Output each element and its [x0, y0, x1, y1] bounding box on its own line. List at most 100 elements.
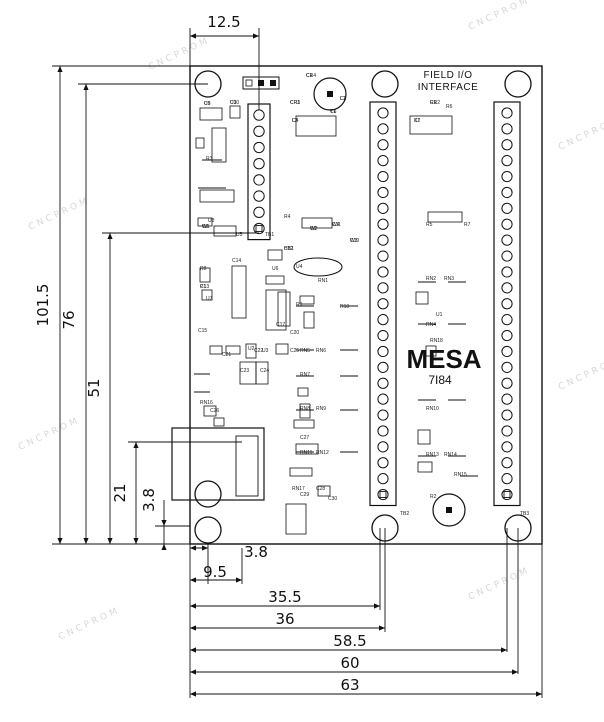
component-outline — [199, 107, 223, 121]
silkscreen-label: RN4 — [426, 322, 436, 328]
terminal-pin — [377, 218, 389, 230]
component-outline — [199, 189, 235, 203]
dim-bottom-36: 36 — [275, 610, 294, 628]
silkscreen-label: C17 — [276, 322, 285, 328]
silkscreen-label: U7 — [206, 296, 213, 302]
capacitor-pad — [327, 91, 333, 97]
component-outline — [409, 115, 453, 135]
jumper-pin — [270, 80, 276, 86]
component-outline — [415, 291, 429, 305]
silkscreen-label: R9 — [296, 302, 303, 308]
terminal-pin — [253, 125, 265, 137]
terminal-pin — [377, 488, 389, 501]
terminal-pin — [501, 329, 513, 342]
silkscreen-label: U5 — [236, 232, 243, 238]
jumper-header — [242, 76, 280, 90]
arrowhead — [374, 603, 380, 609]
silkscreen-label: RN1 — [318, 278, 328, 284]
silkscreen-label: C9 — [310, 226, 317, 232]
component-outline — [427, 211, 463, 223]
silkscreen-label: R7 — [464, 222, 471, 228]
arrowhead — [512, 669, 518, 675]
rj45-pins — [235, 435, 259, 497]
arrowhead — [190, 691, 196, 697]
silkscreen-label: W1 — [202, 224, 210, 230]
terminal-pin — [501, 393, 513, 405]
silkscreen-label: HB1 — [284, 246, 294, 252]
terminal-pin — [501, 155, 513, 167]
component-outline — [213, 417, 225, 427]
silkscreen-label: RN16 — [200, 400, 213, 406]
terminal-pin — [501, 457, 513, 469]
board-title-line1: FIELD I/O — [424, 70, 473, 81]
silkscreen-label: W3 — [350, 238, 358, 244]
terminal-pin-one-marker — [255, 225, 263, 232]
crystal-y1 — [293, 257, 343, 277]
silkscreen-label: C2 — [340, 96, 347, 102]
terminal-pin — [377, 250, 389, 262]
components — [194, 105, 478, 535]
terminal-pin — [377, 282, 389, 294]
component-outline — [425, 345, 437, 357]
terminal-pin — [501, 473, 513, 485]
terminal-pin — [501, 298, 513, 310]
silkscreen-label: CR1 — [290, 100, 300, 106]
silkscreen-label: RN5 — [300, 348, 310, 354]
terminal-pin — [501, 218, 513, 230]
silkscreen-label: CR2 — [430, 100, 440, 106]
dim-bottom-63: 63 — [340, 676, 359, 694]
component-outline — [297, 387, 309, 397]
capacitor-outline — [313, 77, 347, 111]
capacitor-pad — [446, 507, 452, 513]
arrowhead — [57, 538, 63, 544]
component-outline — [299, 403, 311, 419]
terminal-pin — [501, 202, 513, 214]
terminal-pin — [377, 298, 389, 310]
dim-left-outer: 101.5 — [34, 284, 52, 327]
terminal-pin — [501, 488, 513, 501]
jumper-pin — [245, 79, 253, 87]
silkscreen-label: RN18 — [430, 338, 443, 344]
watermark-text: CNCPROM — [57, 605, 122, 642]
silkscreen-label: C8 — [202, 224, 209, 230]
watermark-text: CNCPROM — [467, 0, 532, 33]
silkscreen-label: W2 — [310, 226, 318, 232]
terminal-pin — [501, 250, 513, 262]
arrowhead — [190, 577, 196, 583]
silkscreen-label: RN7 — [300, 372, 310, 378]
board-model: 7I84 — [428, 373, 452, 387]
component-outline — [289, 467, 313, 477]
terminal-strip-body — [369, 101, 397, 507]
silkscreen-label: RN15 — [454, 472, 467, 478]
silkscreen-label: R1 — [430, 100, 437, 106]
component-outline — [209, 345, 223, 355]
silkscreen-label: C4 — [292, 118, 299, 124]
terminal-pin — [501, 377, 513, 389]
component-outline — [203, 405, 217, 417]
silkscreen-label: RN10 — [426, 406, 439, 412]
dimension-arrowheads — [57, 33, 542, 697]
silkscreen-label: C7 — [414, 118, 421, 124]
silkscreen-label: RN9 — [316, 406, 326, 412]
arrowhead — [190, 625, 196, 631]
component-outline — [245, 343, 257, 359]
silkscreen-label: C30 — [328, 496, 337, 502]
terminal-pin — [501, 409, 513, 421]
silkscreen-label: C25 — [290, 348, 299, 354]
silkscreen-label: U1 — [436, 312, 443, 318]
component-outline — [295, 115, 337, 137]
silkscreen-label: R8 — [200, 266, 207, 272]
component-outline — [267, 249, 283, 261]
terminal-pin — [501, 234, 513, 246]
arrowhead — [57, 66, 63, 72]
terminal-pin — [501, 266, 513, 278]
component-outline — [417, 461, 433, 473]
terminal-pin — [377, 361, 389, 373]
silkscreen-label: C1 — [306, 73, 313, 79]
label-tb3: TB3 — [520, 511, 529, 517]
arrowhead — [190, 603, 196, 609]
arrowhead — [379, 625, 385, 631]
terminal-pin — [377, 202, 389, 214]
silkscreen-label: CR4 — [306, 73, 316, 79]
